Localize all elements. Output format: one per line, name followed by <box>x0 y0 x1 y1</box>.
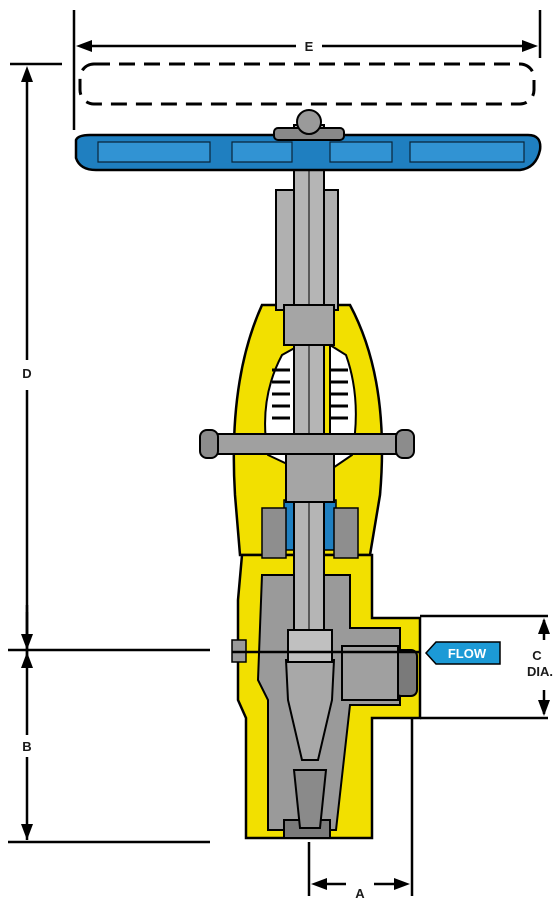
dimension-e-label: E <box>305 39 314 54</box>
dimension-a-arrow-right <box>394 878 410 890</box>
dimension-d-arrow-top <box>21 66 33 82</box>
dimension-b <box>8 605 210 844</box>
dimension-e-arrow-left <box>76 40 92 52</box>
stem <box>275 124 339 829</box>
flow-tag: FLOW <box>424 641 501 665</box>
dimension-a-label: A <box>355 886 365 901</box>
dimension-e <box>72 10 542 130</box>
dimension-d-label: D <box>22 366 31 381</box>
dimension-b-arrow-top <box>21 652 33 668</box>
dimension-e-arrow-right <box>522 40 538 52</box>
handwheel-envelope-dashed <box>78 62 536 106</box>
dimension-d <box>10 62 62 642</box>
lever-handle <box>199 429 415 459</box>
dimension-b-arrow-bottom <box>21 824 33 840</box>
valve-body <box>231 303 422 840</box>
dimension-c-sublabel: DIA. <box>527 664 553 679</box>
dimension-c-arrow-bottom <box>538 700 550 716</box>
dimension-c-label: C <box>532 648 542 663</box>
dimension-b-label: B <box>22 739 31 754</box>
handwheel <box>74 109 542 172</box>
dimension-a-arrow-left <box>311 878 327 890</box>
dimension-c-arrow-top <box>538 618 550 634</box>
flow-label: FLOW <box>448 646 487 661</box>
